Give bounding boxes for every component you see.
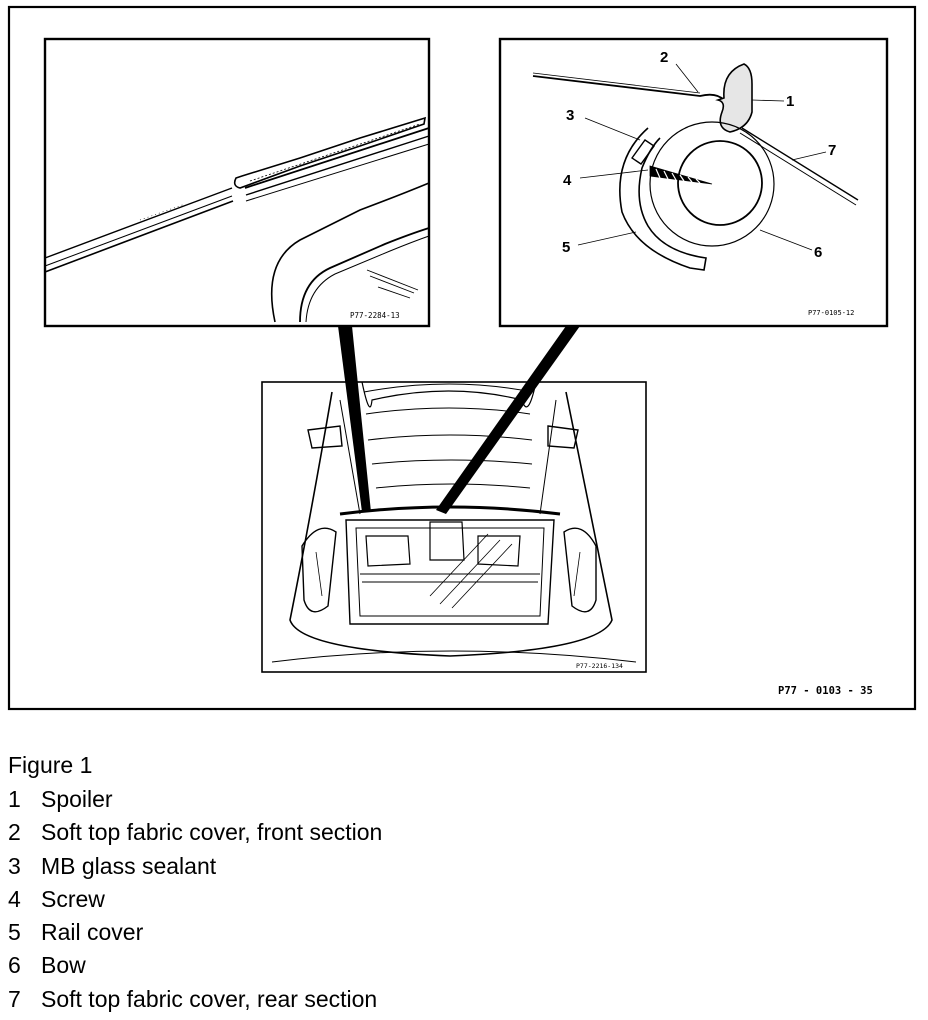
callout-1: 1 [786,93,794,110]
legend-item: 7 Soft top fabric cover, rear section [8,983,908,1016]
outer-frame [7,5,917,711]
right-inset-ref: P77-0105-12 [808,309,854,317]
legend-number: 6 [8,952,21,979]
glass-sealant [631,139,655,165]
legend-label: Spoiler [41,786,113,812]
callout-6: 6 [814,244,822,261]
spoiler-strip [233,116,427,189]
callout-7: 7 [828,142,836,159]
technical-illustration: P77-2284-13 [7,5,917,711]
left-detail-inset: P77-2284-13 [43,37,431,328]
legend-item: 2 Soft top fabric cover, front section [8,816,908,849]
legend-item: 3 MB glass sealant [8,850,908,883]
car-ref: P77-2216-134 [576,662,623,670]
figure-ref: P77 - 0103 - 35 [778,685,873,697]
legend-label: Soft top fabric cover, rear section [41,985,378,1012]
callout-2: 2 [660,49,668,66]
legend-label: Screw [41,885,105,912]
bow-outer [649,121,775,247]
legend-item: 5 Rail cover [8,916,908,949]
callout-5: 5 [562,239,570,256]
bow-inner [677,140,763,226]
legend-number: 7 [8,985,21,1012]
pointer-wedges [338,326,580,514]
legend-number: 5 [8,919,21,946]
caption-title: Figure 1 [8,752,93,778]
legend-item: 6 Bow [8,949,908,982]
car-overview: P77-2216-134 [261,381,647,673]
legend-label: Bow [41,952,86,979]
callout-3: 3 [566,107,574,124]
legend-number: 1 [8,786,21,812]
fabric-rear-section [741,127,859,201]
spoiler-profile [715,63,753,133]
legend-number: 2 [8,819,21,846]
callout-4: 4 [563,172,572,189]
legend-number: 4 [8,885,21,912]
legend-label: MB glass sealant [41,852,217,879]
legend-item: 1 Spoiler [8,783,908,816]
rail-cover [619,127,707,271]
legend-label: Soft top fabric cover, front section [41,819,383,846]
legend-item: 4 Screw [8,883,908,916]
legend-number: 3 [8,852,21,879]
right-detail-inset: 2 1 3 7 4 5 6 P77-0105-12 [498,37,889,328]
left-inset-ref: P77-2284-13 [350,311,400,320]
legend-label: Rail cover [41,919,144,946]
